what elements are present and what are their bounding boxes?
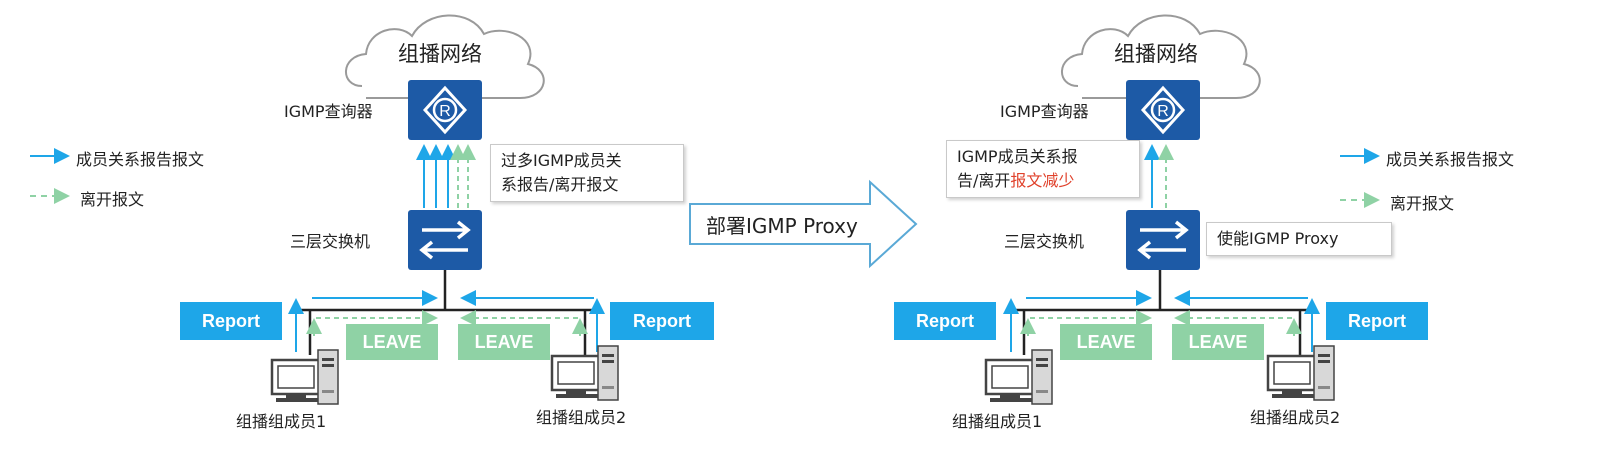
left-member1-label: 组播组成员1 [236, 412, 327, 431]
right-member1-pc-icon [984, 348, 1054, 406]
left-legend-report-label: 成员关系报告报文 [76, 150, 205, 169]
right-callout-line2: 告/离开报文减少 [957, 169, 1129, 193]
left-querier-router-icon [406, 78, 484, 142]
enable-proxy-label: 使能IGMP Proxy [1217, 229, 1339, 248]
right-switch-label: 三层交换机 [1004, 232, 1085, 251]
right-callout-highlight: 报文减少 [1010, 171, 1075, 190]
left-switch-icon [406, 208, 484, 272]
right-switch-icon [1124, 208, 1202, 272]
right-cloud-label: 组播网络 [1114, 42, 1198, 66]
deploy-proxy-arrow [689, 179, 918, 269]
right-cloud-shape [1061, 14, 1261, 99]
left-leave-badge-1: LEAVE [346, 324, 438, 360]
left-leave-badge-2: LEAVE [458, 324, 550, 360]
left-callout-line2: 系报告/离开报文 [501, 175, 619, 194]
left-switch-label: 三层交换机 [290, 232, 371, 251]
right-report-badge-1: Report [894, 302, 996, 340]
left-excess-callout: 过多IGMP成员关 系报告/离开报文 [490, 144, 684, 202]
left-member1-pc-icon [270, 348, 340, 406]
right-reduced-callout: IGMP成员关系报 告/离开报文减少 [946, 140, 1140, 198]
right-querier-label: IGMP查询器 [1000, 102, 1089, 121]
left-callout-line1: 过多IGMP成员关 [501, 151, 622, 170]
enable-proxy-callout: 使能IGMP Proxy [1206, 222, 1392, 256]
deploy-proxy-label: 部署IGMP Proxy [706, 214, 858, 238]
right-callout-line2-prefix: 告/离开 [957, 171, 1011, 190]
left-member2-label: 组播组成员2 [536, 408, 627, 427]
left-cloud-label: 组播网络 [398, 42, 482, 66]
right-report-badge-2: Report [1326, 302, 1428, 340]
right-member1-label: 组播组成员1 [952, 412, 1043, 431]
left-report-badge-1: Report [180, 302, 282, 340]
right-legend-report-label: 成员关系报告报文 [1386, 150, 1515, 169]
left-querier-label: IGMP查询器 [284, 102, 373, 121]
left-cloud-shape [345, 14, 545, 99]
right-querier-router-icon [1124, 78, 1202, 142]
right-member2-label: 组播组成员2 [1250, 408, 1341, 427]
right-callout-line1: IGMP成员关系报 [957, 147, 1078, 166]
left-report-badge-2: Report [610, 302, 714, 340]
right-leave-badge-1: LEAVE [1060, 324, 1152, 360]
left-legend-leave-label: 离开报文 [80, 190, 145, 209]
right-leave-badge-2: LEAVE [1172, 324, 1264, 360]
right-legend-leave-label: 离开报文 [1390, 194, 1455, 213]
